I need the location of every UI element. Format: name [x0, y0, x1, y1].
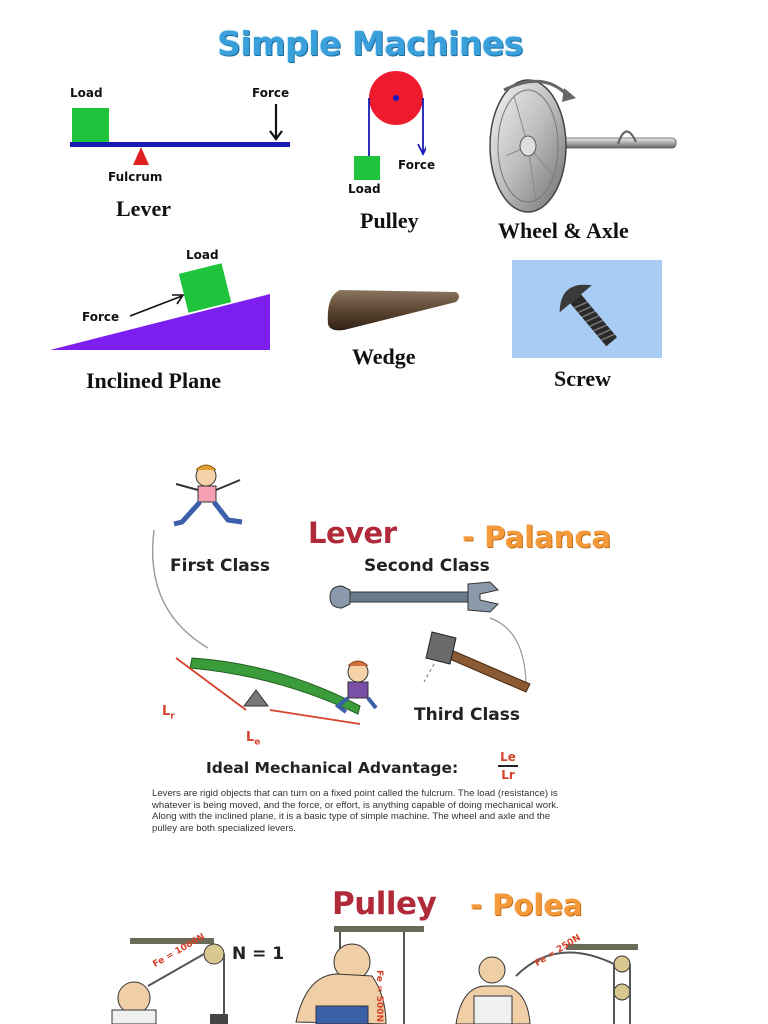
hammer-illustration — [423, 617, 531, 693]
wheel-axle-diagram: Wheel & Axle — [484, 76, 694, 246]
lever-caption: Lever — [116, 196, 171, 221]
wedge-shape — [327, 290, 459, 331]
lever-load-box — [72, 108, 109, 142]
ima-denominator: Lr — [501, 767, 515, 782]
pulley-force-label: Force — [398, 158, 436, 172]
pulley-ropes — [368, 98, 426, 158]
sitting-kid-illustration — [334, 660, 378, 714]
inclined-plane-diagram: Load Force Inclined Plane — [50, 246, 280, 396]
lever-beam — [70, 142, 290, 147]
lever-description: Levers are rigid objects that can turn o… — [152, 788, 559, 834]
ima-label: Ideal Mechanical Advantage: — [206, 759, 459, 777]
incline-load-label: Load — [186, 248, 219, 262]
pulley-diagram: Load Force Pulley — [340, 68, 470, 238]
ceiling-bar — [334, 926, 424, 932]
wedge-diagram: Wedge — [322, 276, 472, 376]
pulley-section-translation: - Polea — [470, 888, 583, 922]
incline-force-label: Force — [82, 310, 120, 324]
pulley-load-box — [354, 156, 380, 180]
lever-force-arrow — [269, 104, 283, 141]
incline-force-arrow — [129, 294, 185, 317]
le-label: Le — [246, 730, 261, 748]
lr-label: Lr — [162, 704, 175, 722]
pulley-caption: Pulley — [360, 208, 419, 233]
wheel-axle-caption: Wheel & Axle — [498, 218, 629, 243]
incline-caption: Inclined Plane — [86, 368, 222, 393]
pulley-rope-figure-2 — [295, 932, 405, 1024]
fulcrum-triangle — [133, 147, 149, 165]
pulley-figure-3: Fe = 250N — [446, 933, 646, 1024]
incline-ramp — [50, 294, 270, 350]
lever-diagram: Load Force Fulcrum Lever — [60, 80, 310, 230]
lever-load-label: Load — [70, 86, 103, 100]
ima-fraction-bar — [498, 765, 518, 767]
lever-fulcrum-label: Fulcrum — [108, 170, 163, 184]
page-title: Simple Machines — [217, 24, 523, 63]
wrench-illustration — [329, 581, 499, 613]
pulley-rope-figure-3 — [455, 951, 631, 1024]
lever-section-title: Lever — [308, 516, 397, 550]
second-class-label: Second Class — [364, 556, 490, 576]
ima-fraction: Le Lr — [498, 750, 518, 782]
pulley-figure-1: Fe = 1000N — [90, 926, 250, 1024]
pulley-figure-2: Fe = 500N — [276, 926, 436, 1024]
pulley-section-title: Pulley — [332, 886, 437, 922]
wheel-axle-illustration — [489, 79, 677, 213]
pulley-force-label-2: Fe = 500N — [374, 970, 384, 1023]
swing-arc — [151, 529, 209, 649]
lever-section-translation: - Palanca — [462, 520, 612, 554]
first-class-label: First Class — [170, 556, 270, 576]
seesaw-illustration — [175, 657, 361, 725]
screw-caption: Screw — [554, 366, 612, 391]
lever-force-label: Force — [252, 86, 290, 100]
screw-shape — [559, 284, 618, 347]
ceiling-bar — [566, 944, 638, 950]
pulley-wheel — [369, 71, 423, 125]
ceiling-bar — [130, 938, 214, 944]
third-class-label: Third Class — [414, 705, 521, 725]
pulley-load-label: Load — [348, 182, 381, 196]
n-equals-label: N = 1 — [232, 944, 285, 964]
screw-diagram: Screw — [512, 260, 664, 400]
jumping-kid-illustration — [173, 464, 243, 527]
ima-numerator: Le — [500, 750, 516, 764]
wedge-caption: Wedge — [352, 344, 416, 369]
pulley-rope-figure-1 — [111, 943, 228, 1024]
